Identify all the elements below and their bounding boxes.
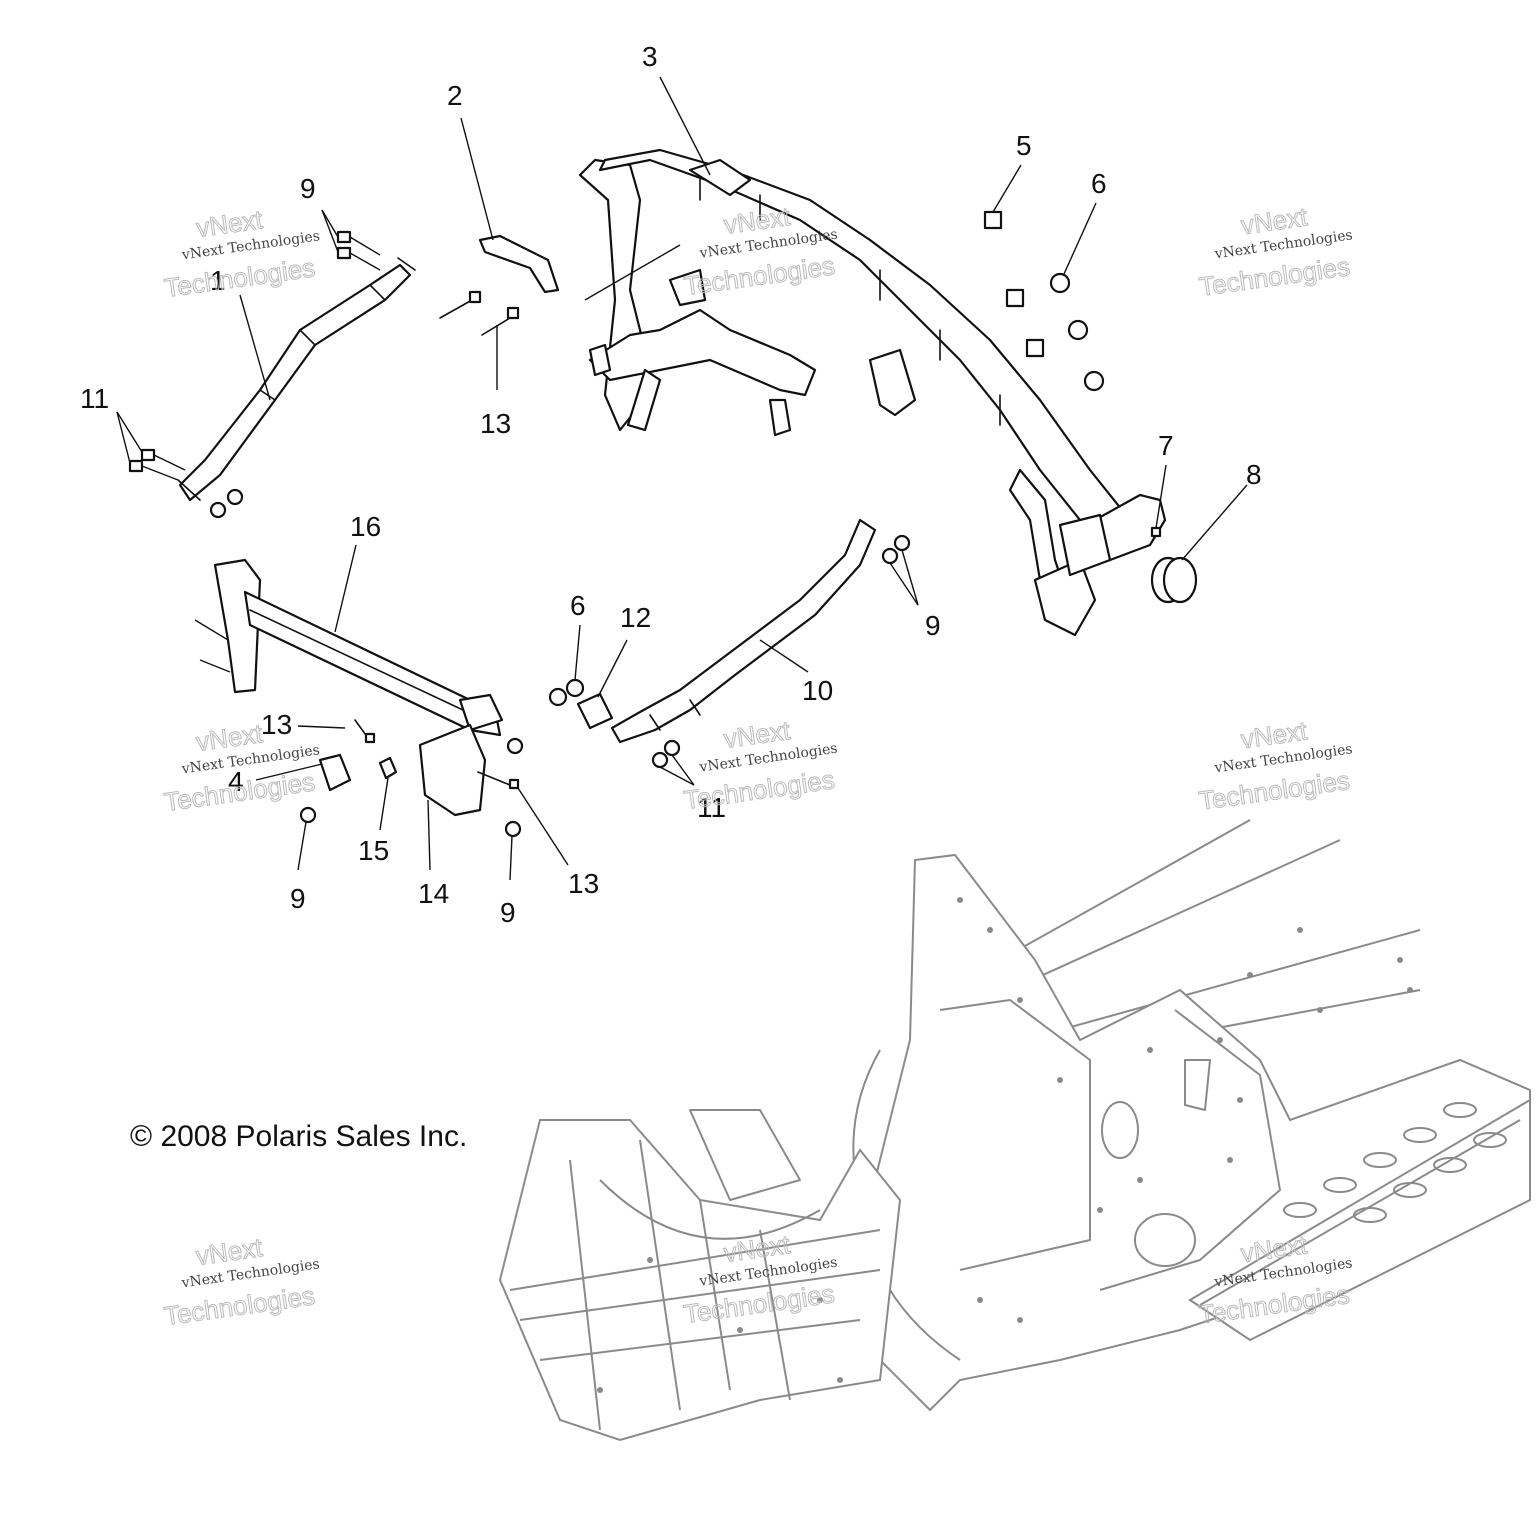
watermark-bottom-left: vNext vNext Technologies Technologies <box>162 1232 321 1332</box>
callout-8: 8 <box>1246 459 1262 490</box>
leader-lines <box>116 76 1248 881</box>
rivets-13-lower <box>354 719 520 790</box>
bolts-11-left <box>128 448 186 481</box>
part-14-bracket <box>418 723 487 817</box>
nuts-left <box>209 488 244 519</box>
callout-labels: 1 2 3 4 5 6 6 7 8 9 9 9 9 10 11 11 12 13… <box>80 41 1262 928</box>
callout-2: 2 <box>447 80 463 111</box>
callout-16: 16 <box>350 511 381 542</box>
callout-6-top: 6 <box>1091 168 1107 199</box>
callout-13-lower-right: 13 <box>568 868 599 899</box>
callout-9-top: 9 <box>300 173 316 204</box>
part-16-crossbar <box>194 558 504 737</box>
watermark-top-right: vNext vNext Technologies Technologies <box>1197 201 1354 302</box>
callout-12: 12 <box>620 602 651 633</box>
callout-11-center: 11 <box>697 792 726 823</box>
callout-5: 5 <box>1016 130 1032 161</box>
callout-7: 7 <box>1158 430 1174 461</box>
part-1-tube <box>177 257 416 502</box>
nuts-6-right <box>1049 272 1105 392</box>
callout-9-right: 9 <box>925 610 941 641</box>
nuts-6-center <box>548 678 585 707</box>
callout-9-lower: 9 <box>500 897 516 928</box>
part-7-pin <box>1150 526 1162 538</box>
callout-3: 3 <box>642 41 658 72</box>
chassis-assembly <box>498 819 1531 1442</box>
callout-13-top: 13 <box>480 408 511 439</box>
callout-9-lower-left: 9 <box>290 883 306 914</box>
bolts-11-center <box>651 739 681 769</box>
part-3-frame <box>578 148 1167 637</box>
watermark-mid-right: vNext vNext Technologies Technologies <box>1197 715 1354 816</box>
part-8-cap <box>1150 556 1198 604</box>
watermark-top-left: vNext vNext Technologies Technologies <box>162 204 321 304</box>
watermark-mid-center: vNext vNext Technologies Technologies <box>681 714 838 815</box>
part-4-clip <box>318 753 352 792</box>
callout-1: 1 <box>210 265 226 296</box>
callout-6-lower: 6 <box>570 590 586 621</box>
part-15-clip <box>378 756 398 780</box>
bolts-9-top-left <box>336 230 381 271</box>
part-10-tube <box>610 518 877 744</box>
rivets-13-top <box>439 290 520 336</box>
bolts-9-lower <box>299 737 524 838</box>
bolts-5 <box>983 210 1045 358</box>
callout-4: 4 <box>228 766 244 797</box>
callout-14: 14 <box>418 878 449 909</box>
part-2-bracket <box>478 234 560 294</box>
callout-15: 15 <box>358 835 389 866</box>
callout-10: 10 <box>802 675 833 706</box>
copyright-notice: © 2008 Polaris Sales Inc. <box>130 1120 467 1153</box>
callout-13-lower-left: 13 <box>261 709 292 740</box>
part-12-plate <box>576 692 614 730</box>
callout-11-left: 11 <box>80 383 109 414</box>
